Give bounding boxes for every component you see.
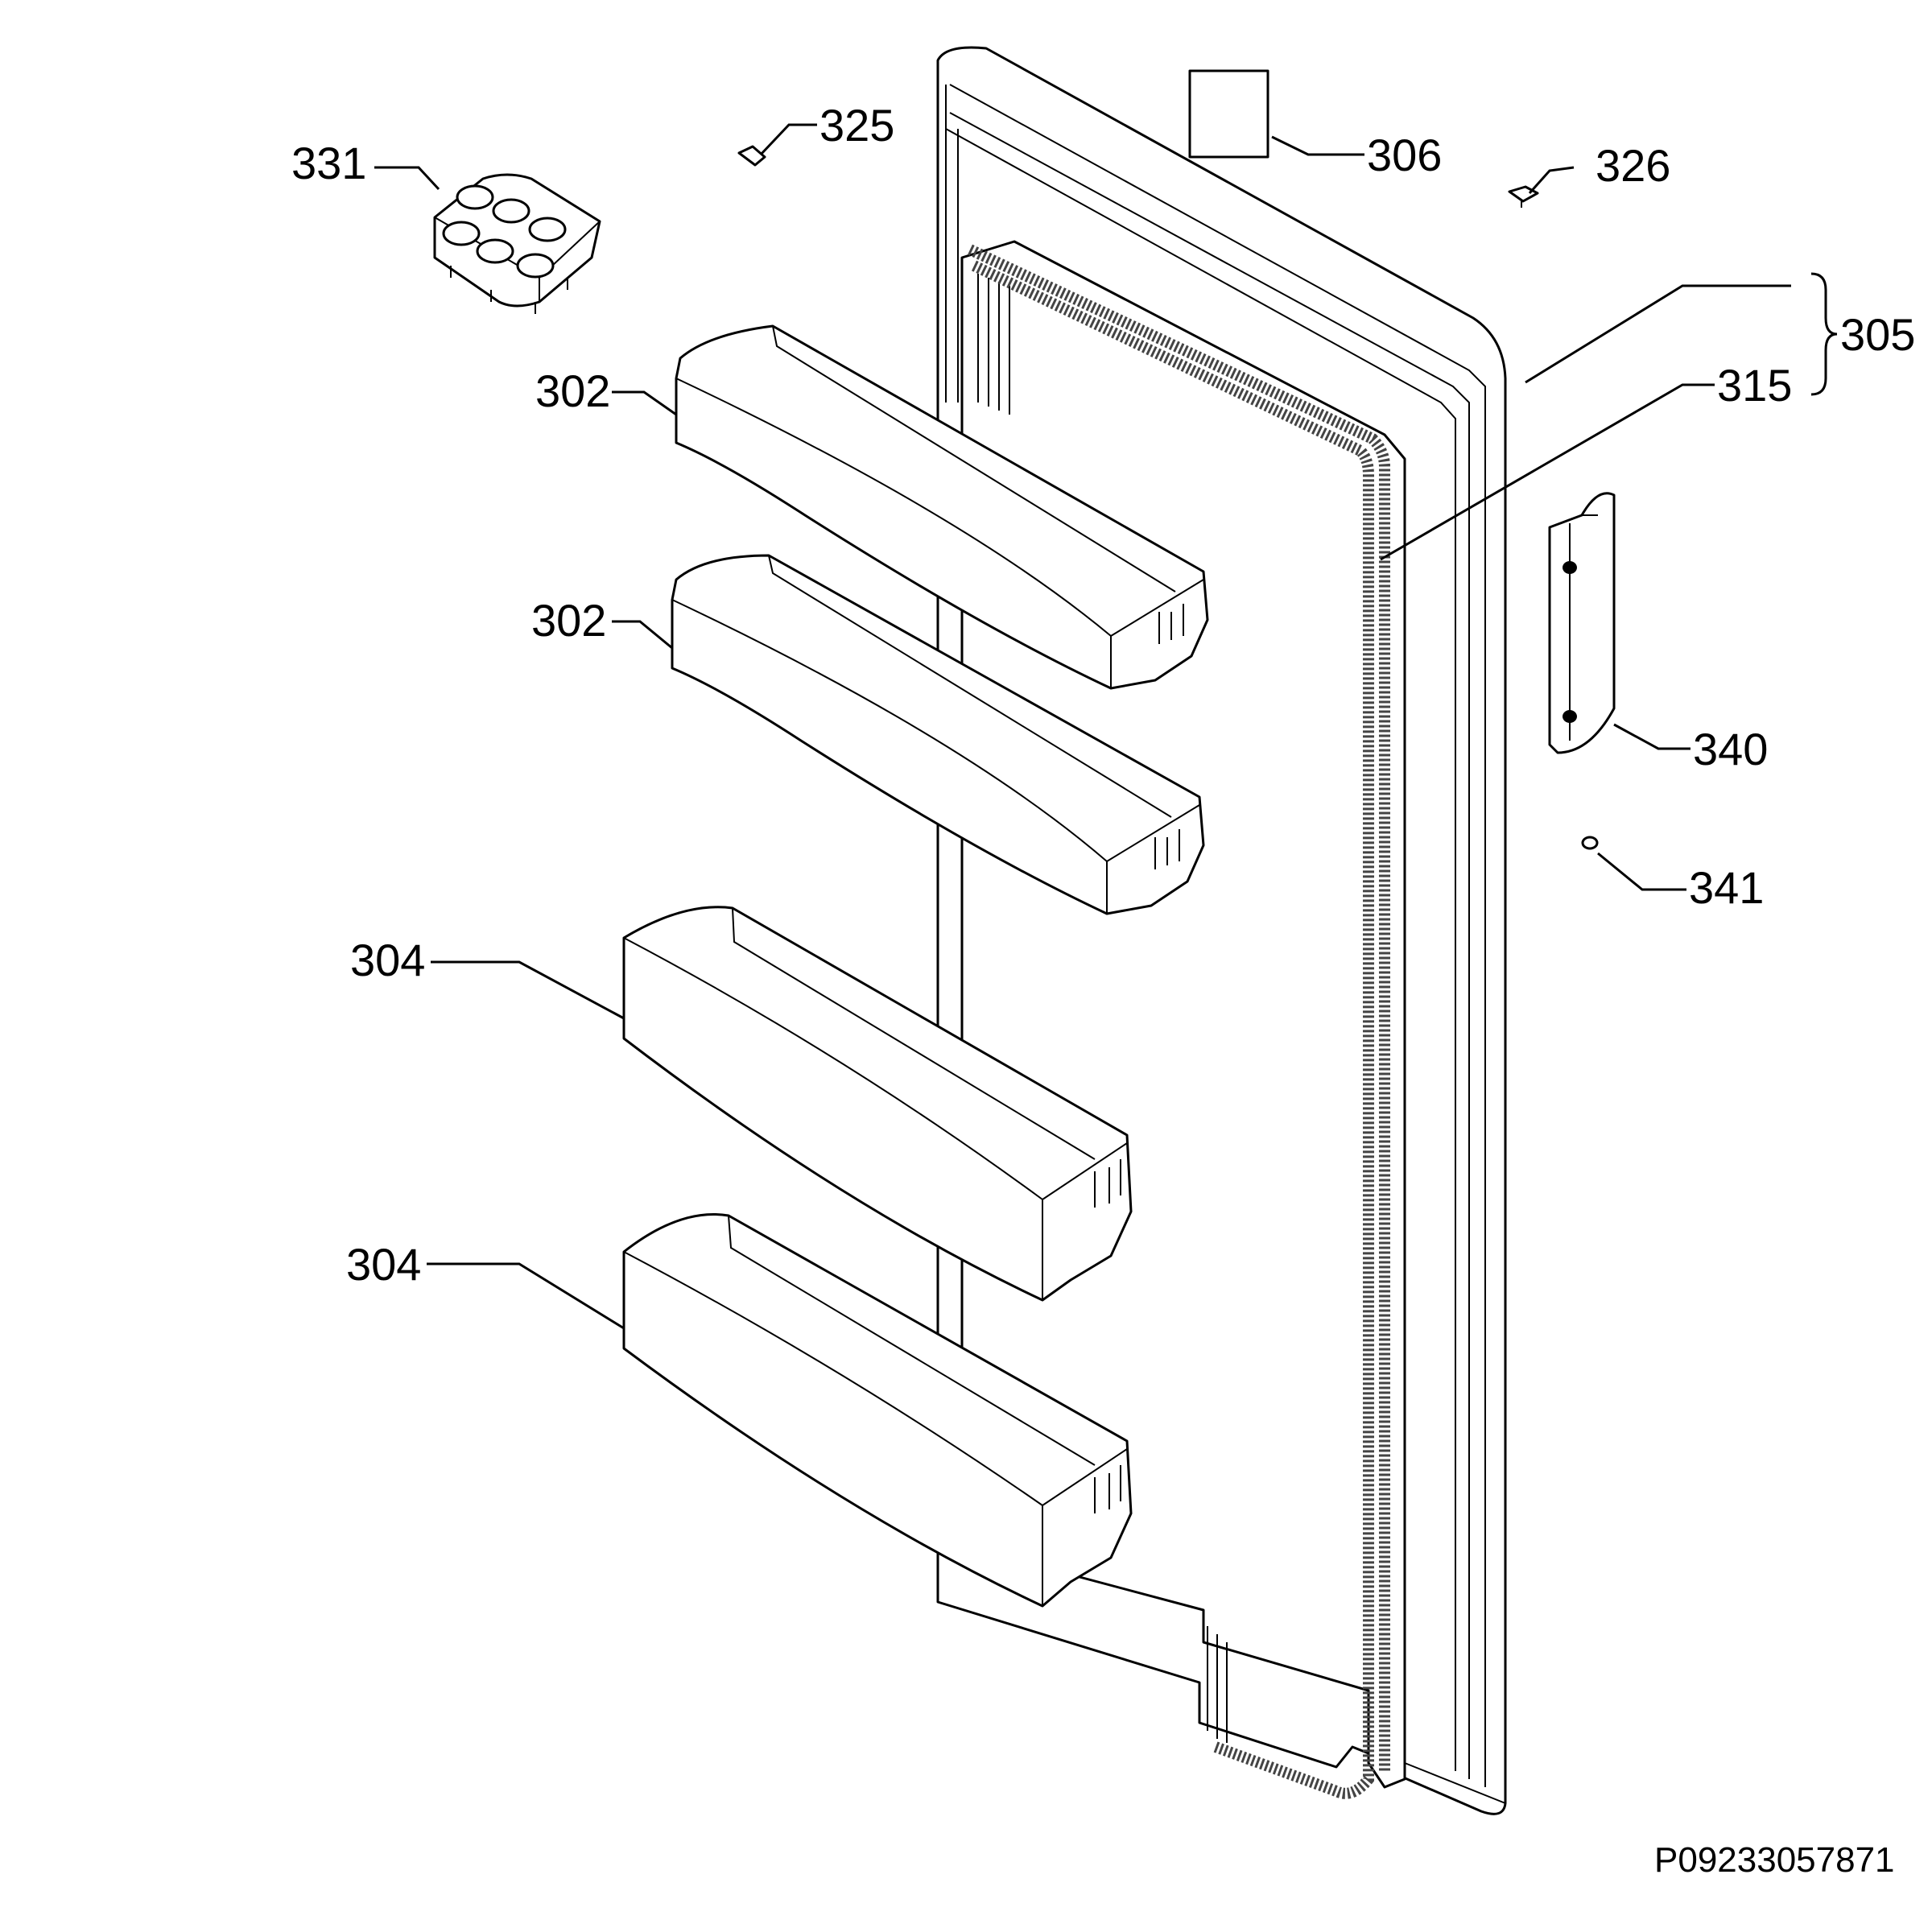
leader-325: [759, 123, 817, 156]
leader-306: [1271, 135, 1364, 156]
door-assembly: [936, 46, 1507, 1815]
document-id: P09233057871: [1654, 1840, 1895, 1880]
leader-315: [1380, 383, 1715, 561]
door-frame-line: [949, 112, 1470, 1779]
leader-341: [1597, 852, 1686, 891]
hinge-cover-top-left: [737, 145, 766, 167]
door-shelf-upper-1: [675, 324, 1209, 690]
callout-304-lower: 304: [346, 1239, 421, 1290]
brace-305: [1810, 272, 1838, 396]
callout-306: 306: [1367, 130, 1442, 180]
egg-tray: [433, 173, 601, 314]
door-gasket: [971, 260, 1374, 1799]
leader-304b: [427, 1262, 625, 1330]
callout-326: 326: [1596, 140, 1670, 191]
door-bottom-detail: [1404, 1762, 1506, 1804]
door-bin-lower-1: [622, 906, 1133, 1302]
callout-331: 331: [291, 138, 366, 188]
rating-label-plate: [1188, 69, 1269, 159]
door-bin-lower-2: [622, 1212, 1133, 1608]
door-liner-rib: [1207, 1626, 1228, 1743]
leader-302b: [612, 620, 673, 650]
door-handle: [1548, 492, 1616, 754]
callout-341: 341: [1689, 862, 1764, 913]
leader-lines: [374, 123, 1838, 1330]
callout-304-upper: 304: [350, 935, 425, 985]
leader-340: [1613, 723, 1690, 750]
door-gasket: [968, 244, 1390, 1771]
door-liner-rib: [977, 274, 1010, 415]
leader-331: [374, 166, 440, 191]
callout-labels: 331 325 306 326 305 315 302 302 340 341 …: [291, 100, 1915, 1880]
callout-340: 340: [1693, 724, 1768, 774]
callout-302-lower: 302: [531, 595, 606, 646]
callout-325: 325: [819, 100, 894, 151]
leader-304a: [431, 960, 625, 1020]
leader-326: [1528, 166, 1575, 194]
leader-305: [1525, 284, 1791, 384]
handle-screw: [1581, 836, 1599, 850]
door-frame-line: [949, 84, 1486, 1787]
callout-302-upper: 302: [535, 365, 610, 416]
callout-315: 315: [1717, 360, 1792, 411]
door-frame-line: [945, 128, 1456, 1771]
door-shelf-upper-2: [671, 554, 1205, 915]
callout-305: 305: [1840, 309, 1915, 360]
leader-302a: [612, 390, 677, 416]
